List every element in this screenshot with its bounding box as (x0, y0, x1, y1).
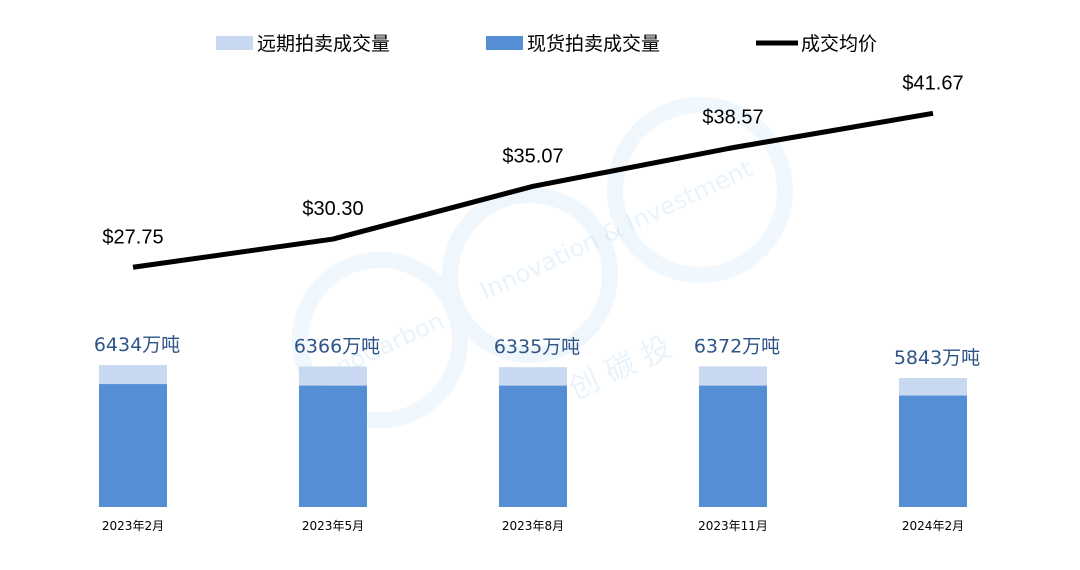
legend: 远期拍卖成交量 现货拍卖成交量 成交均价 (216, 33, 877, 55)
legend-item-avg-price: 成交均价 (756, 33, 877, 55)
legend-item-forward-auction: 远期拍卖成交量 (216, 33, 390, 55)
volume-labels: 6434万吨 6366万吨 6335万吨 6372万吨 5843万吨 (94, 334, 980, 369)
x-tick-label-2: 2023年8月 (502, 519, 564, 533)
price-label-0: $27.75 (102, 226, 163, 248)
bar-series (99, 365, 967, 507)
bar-forward-2 (499, 367, 567, 386)
legend-swatch-forward (216, 36, 253, 50)
price-label-2: $35.07 (502, 145, 563, 167)
x-tick-label-4: 2024年2月 (902, 519, 964, 533)
bar-spot-0 (99, 384, 167, 507)
price-line-series (132, 110, 934, 270)
x-axis-ticks: 2023年2月 2023年5月 2023年8月 2023年11月 2024年2月 (102, 519, 964, 533)
bar-spot-4 (899, 395, 967, 507)
watermark-logo (292, 97, 793, 428)
bar-forward-1 (299, 366, 367, 386)
price-labels: $27.75 $30.30 $35.07 $38.57 $41.67 (102, 72, 963, 248)
volume-label-3: 6372万吨 (694, 335, 780, 357)
volume-label-0: 6434万吨 (94, 334, 180, 356)
legend-label-price: 成交均价 (801, 33, 877, 55)
bar-spot-1 (299, 385, 367, 507)
volume-label-2: 6335万吨 (494, 336, 580, 358)
bar-forward-3 (699, 366, 767, 386)
volume-label-1: 6366万吨 (294, 336, 380, 358)
price-label-3: $38.57 (702, 107, 763, 129)
price-label-4: $41.67 (902, 72, 963, 94)
x-tick-label-1: 2023年5月 (302, 519, 364, 533)
bar-spot-3 (699, 385, 767, 507)
price-label-1: $30.30 (302, 198, 363, 220)
legend-swatch-spot (486, 36, 523, 50)
bar-forward-0 (99, 365, 167, 385)
legend-item-spot-auction: 现货拍卖成交量 (486, 33, 660, 55)
bar-spot-2 (499, 385, 567, 507)
bar-forward-4 (899, 378, 967, 396)
legend-label-forward: 远期拍卖成交量 (257, 33, 390, 55)
x-tick-label-3: 2023年11月 (698, 519, 768, 533)
x-tick-label-0: 2023年2月 (102, 519, 164, 533)
legend-label-spot: 现货拍卖成交量 (527, 33, 660, 55)
volume-label-4: 5843万吨 (894, 347, 980, 369)
